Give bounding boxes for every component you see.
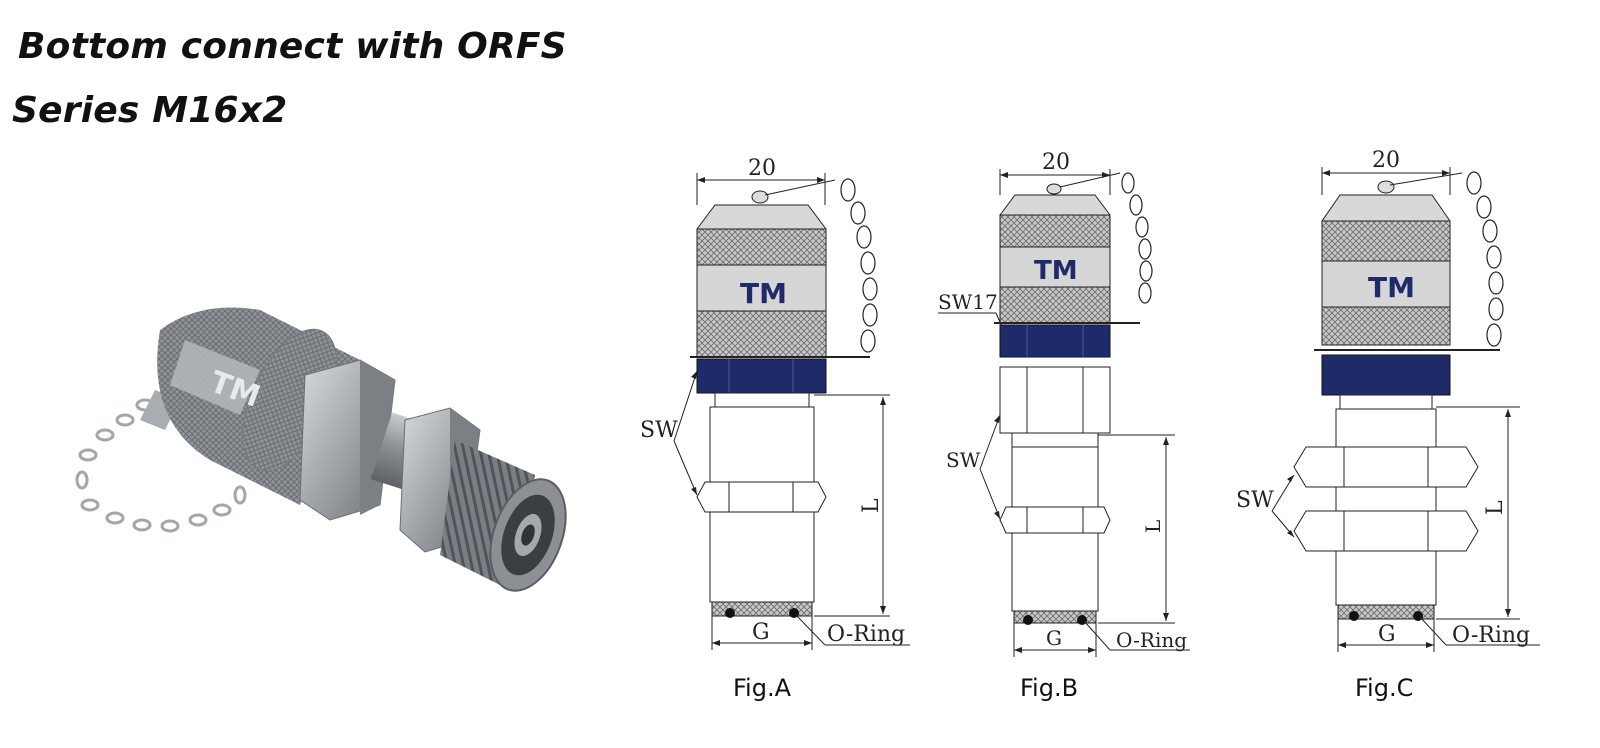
- width-dimension: 20: [1042, 150, 1070, 175]
- oring-label: O-Ring: [1116, 628, 1187, 652]
- thread-label: G: [1378, 622, 1396, 647]
- figure-b-caption: Fig.B: [1020, 674, 1079, 702]
- product-photo: TM: [75, 307, 567, 592]
- width-dimension: 20: [1372, 148, 1400, 173]
- length-label: L: [1141, 520, 1165, 533]
- figure-a-caption: Fig.A: [733, 674, 792, 702]
- title-line-2: Series M16x2: [12, 90, 288, 131]
- sw17-label: SW17: [938, 290, 998, 314]
- sw-label: SW: [1236, 488, 1274, 513]
- oring-label: O-Ring: [827, 622, 905, 647]
- length-label: L: [1483, 500, 1508, 515]
- sw-label: SW: [946, 448, 981, 472]
- figure-b: 20 TM SW17 G O-Ring L SW: [938, 150, 1190, 657]
- figure-c: 20 TM G O-Ring L SW: [1236, 148, 1540, 652]
- figure-c-caption: Fig.C: [1355, 674, 1414, 702]
- sw-label: SW: [640, 418, 678, 443]
- title-line-1: Bottom connect with ORFS: [18, 26, 567, 67]
- thread-label: G: [752, 620, 770, 645]
- chain: [75, 398, 247, 533]
- width-dimension: 20: [748, 156, 776, 181]
- length-label: L: [859, 498, 884, 513]
- cap-logo: TM: [740, 277, 787, 310]
- oring-label: O-Ring: [1452, 623, 1530, 648]
- cap-logo: TM: [1368, 271, 1415, 304]
- figure-a: 20 TM G O-Ring L SW: [640, 156, 910, 650]
- thread-label: G: [1046, 626, 1062, 650]
- cap-logo: TM: [1034, 256, 1078, 286]
